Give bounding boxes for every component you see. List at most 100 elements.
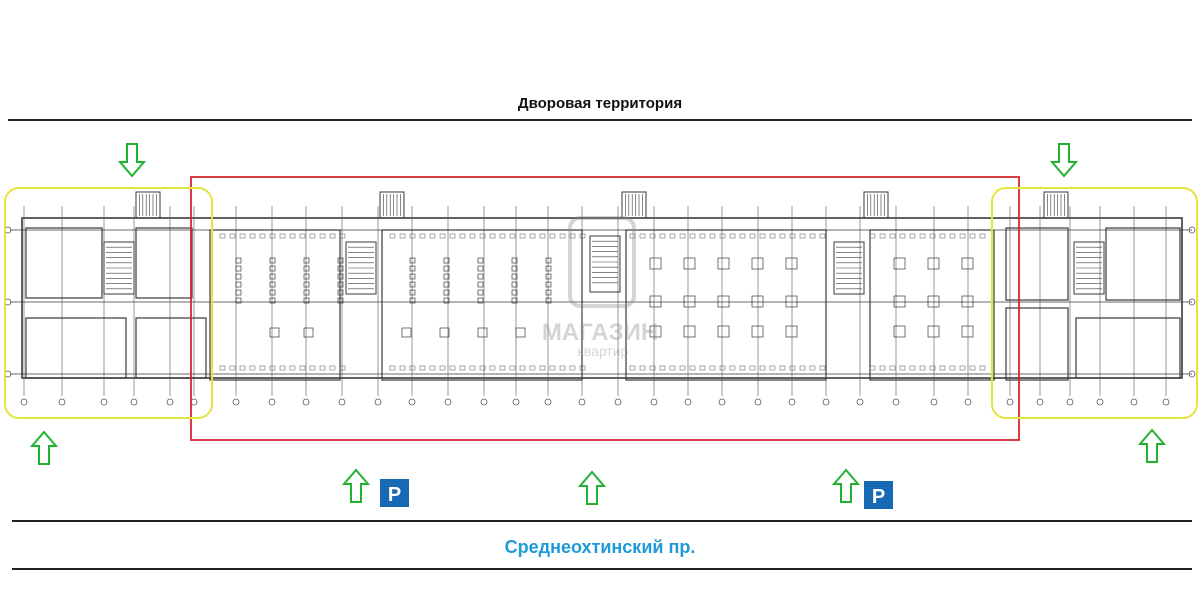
wall-desk	[669, 233, 676, 239]
wall-desk	[699, 233, 706, 239]
row-axis-marker	[1188, 370, 1196, 378]
wall-desk	[509, 233, 516, 239]
wall-desk	[959, 365, 966, 371]
wall-desk	[489, 233, 496, 239]
parking-symbol-1: P	[388, 484, 401, 506]
desk	[409, 265, 416, 272]
desk	[927, 295, 940, 308]
wall-desk	[289, 365, 296, 371]
wall-desk	[309, 233, 316, 239]
wall-desk	[319, 365, 326, 371]
grid-axis	[614, 206, 622, 406]
wall-desk	[709, 365, 716, 371]
wall-desk	[469, 365, 476, 371]
wall-desk	[979, 365, 986, 371]
desk	[337, 265, 344, 272]
desk	[269, 273, 276, 280]
wall-desk	[329, 233, 336, 239]
desk	[477, 281, 484, 288]
desk	[785, 257, 798, 270]
wall-desk	[459, 365, 466, 371]
wall-desk	[889, 233, 896, 239]
wall-desk	[249, 365, 256, 371]
grid-axis	[166, 206, 174, 406]
grid-axis	[338, 206, 346, 406]
desk	[717, 295, 730, 308]
desk	[683, 325, 696, 338]
wall-desk	[439, 365, 446, 371]
desk	[337, 273, 344, 280]
wall-desk	[739, 233, 746, 239]
desk	[409, 281, 416, 288]
desk	[927, 325, 940, 338]
wall-desk	[689, 365, 696, 371]
grid-axis	[130, 206, 138, 406]
central-section-zone	[190, 176, 1020, 441]
bottom-right-arrow	[1137, 428, 1167, 463]
desk	[337, 257, 344, 264]
desk	[683, 295, 696, 308]
stair-steps	[106, 194, 1102, 290]
wall-desk	[659, 365, 666, 371]
wall-desk	[409, 365, 416, 371]
desk	[409, 289, 416, 296]
wall-desk	[299, 365, 306, 371]
grid-axis	[650, 206, 658, 406]
wall-desk	[569, 365, 576, 371]
wall-desk	[919, 365, 926, 371]
wall-desk	[959, 233, 966, 239]
wall-desk	[539, 233, 546, 239]
wall-desk	[799, 365, 806, 371]
wall-desk	[979, 233, 986, 239]
desk	[785, 295, 798, 308]
wall-desk	[699, 365, 706, 371]
wall-desk	[929, 365, 936, 371]
room-partitions	[25, 227, 1181, 381]
wall-desk	[259, 365, 266, 371]
desk	[545, 265, 552, 272]
wall-desk	[879, 233, 886, 239]
watermark: МАГАЗИН квартир	[542, 216, 658, 359]
wall-desk	[909, 365, 916, 371]
wall-desk	[499, 365, 506, 371]
wall-desk	[659, 233, 666, 239]
wall-desk	[969, 365, 976, 371]
wall-desk	[949, 365, 956, 371]
wall-desk	[709, 233, 716, 239]
wall-desk	[749, 233, 756, 239]
wall-desk	[679, 233, 686, 239]
desk	[893, 257, 906, 270]
wall-desk	[429, 233, 436, 239]
desk	[785, 325, 798, 338]
wall-desk	[769, 233, 776, 239]
wall-desk	[489, 365, 496, 371]
grid-axis	[754, 206, 762, 406]
grid-axis	[684, 206, 692, 406]
wall-desk	[219, 233, 226, 239]
desk	[511, 289, 518, 296]
wall-desk	[809, 365, 816, 371]
wall-desk	[299, 233, 306, 239]
desk	[443, 273, 450, 280]
wall-desk	[749, 365, 756, 371]
wall-desk	[629, 233, 636, 239]
desk	[683, 257, 696, 270]
wall-desk	[289, 233, 296, 239]
wall-desk	[679, 365, 686, 371]
desk	[269, 265, 276, 272]
wall-desk	[809, 233, 816, 239]
desk	[337, 281, 344, 288]
wall-desk	[739, 365, 746, 371]
street-label: Среднеохтинский пр.	[504, 537, 696, 557]
wall-desk	[899, 233, 906, 239]
wall-desk	[449, 233, 456, 239]
desk	[511, 257, 518, 264]
wall-desk	[819, 365, 826, 371]
grid-axis	[964, 206, 972, 406]
wall-desk	[769, 365, 776, 371]
top-right-arrow	[1049, 143, 1079, 178]
wall-desk	[329, 365, 336, 371]
wall-desk	[879, 365, 886, 371]
wall-desk	[459, 233, 466, 239]
